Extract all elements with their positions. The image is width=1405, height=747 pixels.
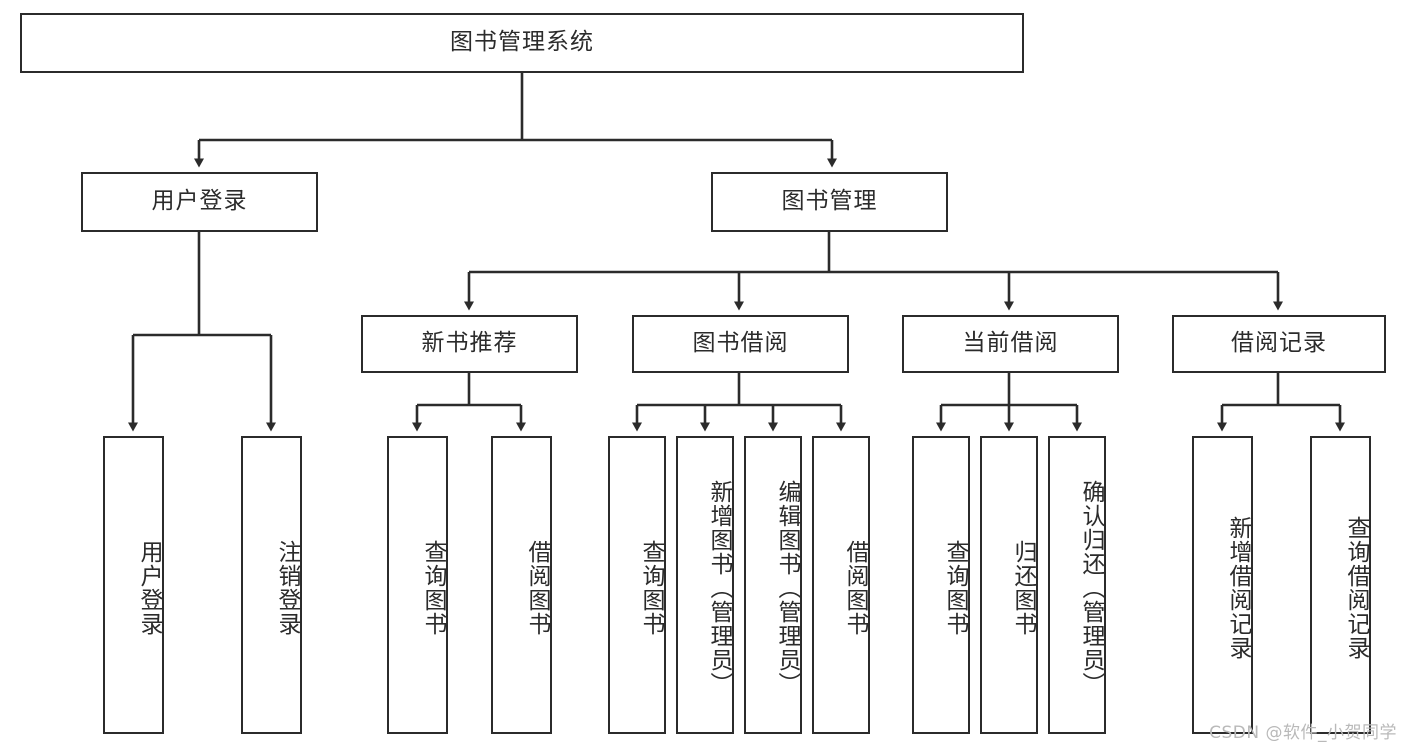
node-leaf-borrow-book-1[interactable]: 借阅图书 [491,436,552,734]
node-current-borrow[interactable]: 当前借阅 [902,315,1119,373]
node-leaf-query-book-1-label: 查询图书 [420,540,446,636]
node-leaf-add-book[interactable]: 新增图书（管理员） [676,436,734,734]
node-root[interactable]: 图书管理系统 [20,13,1024,73]
node-leaf-user-logout-label: 注销登录 [274,540,300,636]
node-leaf-query-book-3-label: 查询图书 [942,540,968,636]
node-leaf-query-record-label: 查询借阅记录 [1343,516,1369,660]
node-leaf-add-record-label: 新增借阅记录 [1225,516,1251,660]
node-leaf-query-book-3[interactable]: 查询图书 [912,436,970,734]
node-leaf-query-book-2-label: 查询图书 [638,540,664,636]
node-user-login[interactable]: 用户登录 [81,172,318,232]
node-leaf-add-book-label: 新增图书（管理员） [706,480,732,696]
watermark-label: CSDN @软件_小贺同学 [1209,723,1397,743]
node-leaf-borrow-book-2[interactable]: 借阅图书 [812,436,870,734]
node-leaf-confirm-return[interactable]: 确认归还（管理员） [1048,436,1106,734]
node-user-login-label: 用户登录 [151,188,248,215]
node-book-borrow-label: 图书借阅 [692,330,789,357]
node-leaf-return-book[interactable]: 归还图书 [980,436,1038,734]
node-leaf-edit-book-label: 编辑图书（管理员） [774,480,800,696]
node-leaf-user-login[interactable]: 用户登录 [103,436,164,734]
node-leaf-borrow-book-1-label: 借阅图书 [524,540,550,636]
node-leaf-query-book-1[interactable]: 查询图书 [387,436,448,734]
node-leaf-return-book-label: 归还图书 [1010,540,1036,636]
node-book-manage[interactable]: 图书管理 [711,172,948,232]
node-leaf-edit-book[interactable]: 编辑图书（管理员） [744,436,802,734]
node-current-borrow-label: 当前借阅 [962,330,1059,357]
node-leaf-user-login-label: 用户登录 [136,540,162,636]
node-leaf-query-record[interactable]: 查询借阅记录 [1310,436,1371,734]
node-new-book-rec-label: 新书推荐 [421,330,518,357]
node-new-book-rec[interactable]: 新书推荐 [361,315,578,373]
node-leaf-add-record[interactable]: 新增借阅记录 [1192,436,1253,734]
node-leaf-query-book-2[interactable]: 查询图书 [608,436,666,734]
node-leaf-borrow-book-2-label: 借阅图书 [842,540,868,636]
node-borrow-record[interactable]: 借阅记录 [1172,315,1386,373]
node-book-borrow[interactable]: 图书借阅 [632,315,849,373]
node-book-manage-label: 图书管理 [781,188,878,215]
node-borrow-record-label: 借阅记录 [1231,330,1327,357]
node-leaf-user-logout[interactable]: 注销登录 [241,436,302,734]
node-root-label: 图书管理系统 [450,29,594,56]
node-leaf-confirm-return-label: 确认归还（管理员） [1078,480,1104,696]
